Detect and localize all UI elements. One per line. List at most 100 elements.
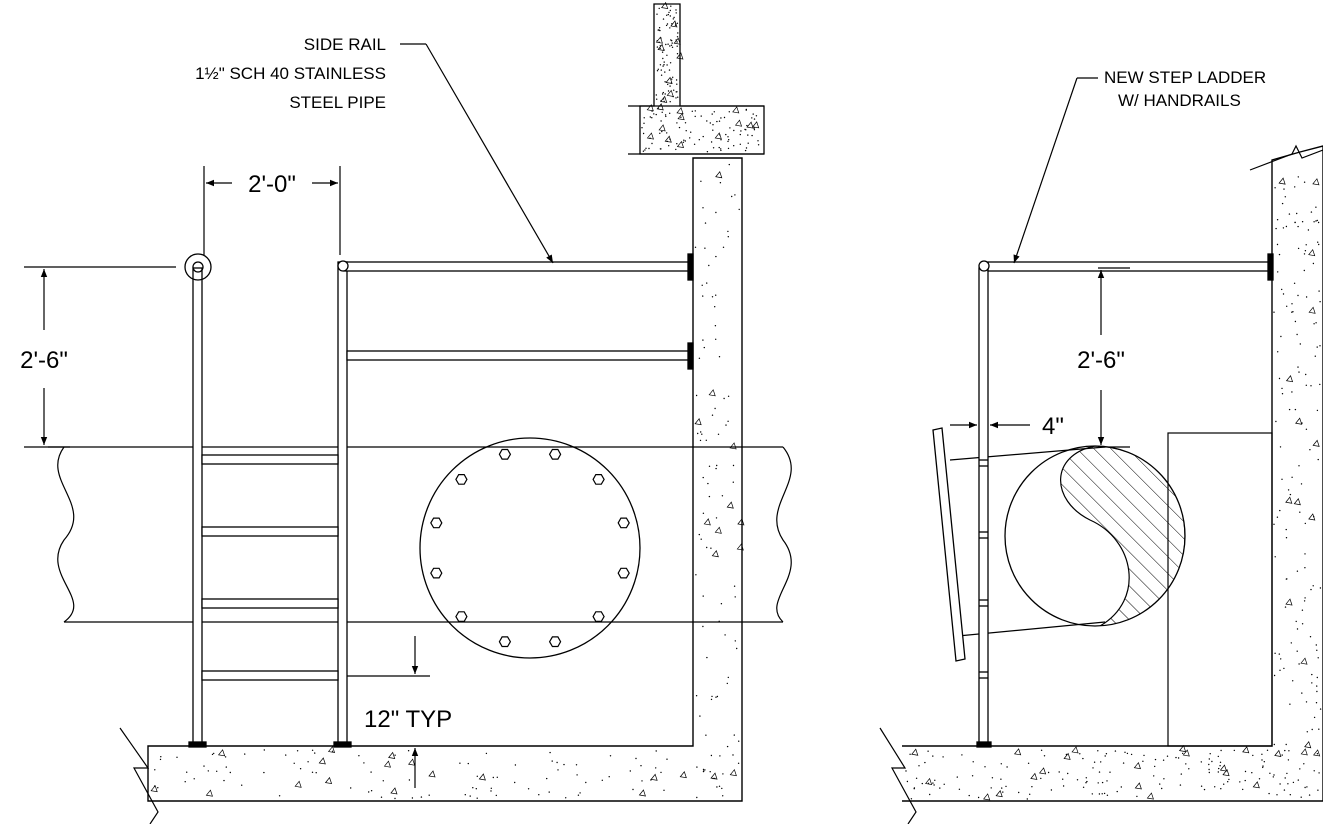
flange-bolt: [617, 567, 630, 579]
speckle-dot: [943, 783, 945, 785]
speckle-dot: [579, 792, 581, 794]
aggregate-mark: [1295, 417, 1303, 425]
speckle-dot: [1291, 311, 1293, 313]
speckle-dot: [1300, 483, 1303, 485]
speckle-dot: [691, 110, 693, 113]
speckle-dot: [738, 208, 740, 211]
speckle-dot: [659, 148, 662, 150]
speckle-dot: [1286, 305, 1288, 307]
speckle-dot: [676, 45, 678, 47]
speckle-dot: [1153, 775, 1155, 777]
speckle-dot: [1317, 458, 1319, 461]
speckle-dot: [648, 147, 650, 150]
speckle-dot: [609, 755, 612, 757]
speckle-dot: [1291, 303, 1293, 305]
speckle-dot: [160, 756, 162, 758]
speckle-dot: [1274, 652, 1276, 654]
speckle-dot: [176, 756, 178, 758]
speckle-dot: [1298, 663, 1300, 665]
aggregate-mark: [646, 104, 654, 112]
speckle-dot: [663, 789, 665, 791]
speckle-dot: [932, 782, 934, 784]
speckle-dot: [1262, 766, 1264, 769]
speckle-dot: [1122, 762, 1125, 764]
speckle-dot: [1002, 791, 1004, 793]
speckle-dot: [676, 53, 679, 55]
aggregate-mark: [205, 789, 213, 797]
side-rail-leader: [400, 43, 554, 264]
aggregate-mark: [726, 501, 734, 509]
speckle-dot: [1228, 778, 1230, 781]
speckle-dot: [706, 151, 709, 153]
speckle-dot: [223, 779, 225, 782]
speckle-dot: [689, 137, 691, 139]
side-rail-note-line2: 1½" SCH 40 STAINLESS: [195, 64, 386, 83]
speckle-dot: [924, 761, 926, 764]
speckle-dot: [684, 140, 686, 142]
speckle-dot: [1082, 757, 1084, 760]
speckle-dot: [729, 127, 731, 129]
speckle-dot: [640, 765, 642, 767]
speckle-dot: [676, 143, 678, 145]
aggregate-mark: [694, 418, 702, 426]
speckle-dot: [713, 111, 715, 113]
speckle-dot: [1274, 187, 1276, 189]
aggregate-mark: [729, 442, 737, 450]
speckle-dot: [1299, 768, 1301, 770]
speckle-dot: [1130, 753, 1133, 756]
speckle-dot: [1313, 716, 1316, 719]
speckle-dot: [635, 757, 637, 760]
aggregate-mark: [1285, 496, 1293, 504]
aggregate-mark: [1146, 792, 1154, 800]
speckle-dot: [1091, 793, 1094, 795]
flange-bolt: [592, 611, 605, 623]
speckle-dot: [1291, 391, 1293, 393]
speckle-dot: [956, 776, 958, 778]
speckle-dot: [1082, 786, 1085, 788]
speckle-dot: [669, 27, 671, 29]
aggregate-mark: [983, 793, 991, 801]
speckle-dot: [977, 796, 980, 799]
speckle-dot: [656, 13, 658, 15]
speckle-dot: [958, 788, 961, 790]
speckle-dot: [675, 39, 677, 41]
speckle-dot: [655, 750, 657, 752]
aggregate-mark: [217, 749, 226, 757]
speckle-dot: [682, 141, 685, 143]
speckle-dot: [1281, 478, 1283, 480]
speckle-dot: [675, 79, 678, 81]
speckle-dot: [716, 120, 718, 123]
speckle-dot: [514, 781, 516, 784]
speckle-dot: [661, 93, 664, 95]
speckle-dot: [704, 222, 707, 224]
speckle-dot: [733, 145, 735, 147]
flange-bolt: [498, 636, 512, 648]
speckle-dot: [1300, 796, 1302, 798]
speckle-dot: [1277, 351, 1279, 353]
speckle-dot: [1307, 229, 1310, 231]
speckle-dot: [184, 781, 186, 783]
left-view: 2'-0" 2'-6" 12" TYP SIDE RAIL 1½" SCH 40…: [20, 1, 792, 824]
speckle-dot: [1315, 206, 1317, 208]
speckle-dot: [641, 127, 643, 129]
speckle-dot: [1305, 428, 1308, 430]
speckle-dot: [1317, 241, 1319, 243]
speckle-dot: [702, 339, 704, 341]
speckle-dot: [1159, 783, 1161, 785]
aggregate-mark: [714, 526, 722, 534]
aggregate-mark: [1313, 749, 1321, 757]
speckle-dot: [1050, 789, 1053, 791]
speckle-dot: [1214, 786, 1216, 788]
speckle-dot: [669, 112, 671, 115]
aggregate-mark: [428, 770, 436, 778]
speckle-dot: [1304, 553, 1306, 555]
speckle-dot: [666, 132, 668, 134]
dim-width-label: 2'-0": [248, 171, 296, 198]
speckle-dot: [1297, 225, 1299, 228]
speckle-dot: [672, 18, 674, 20]
speckle-dot: [225, 766, 227, 768]
speckle-dot: [1299, 343, 1302, 345]
right-view: 2'-6" 4" NEW STEP LADDER W/ HANDRAILS: [879, 68, 1323, 824]
speckle-dot: [1047, 771, 1050, 774]
